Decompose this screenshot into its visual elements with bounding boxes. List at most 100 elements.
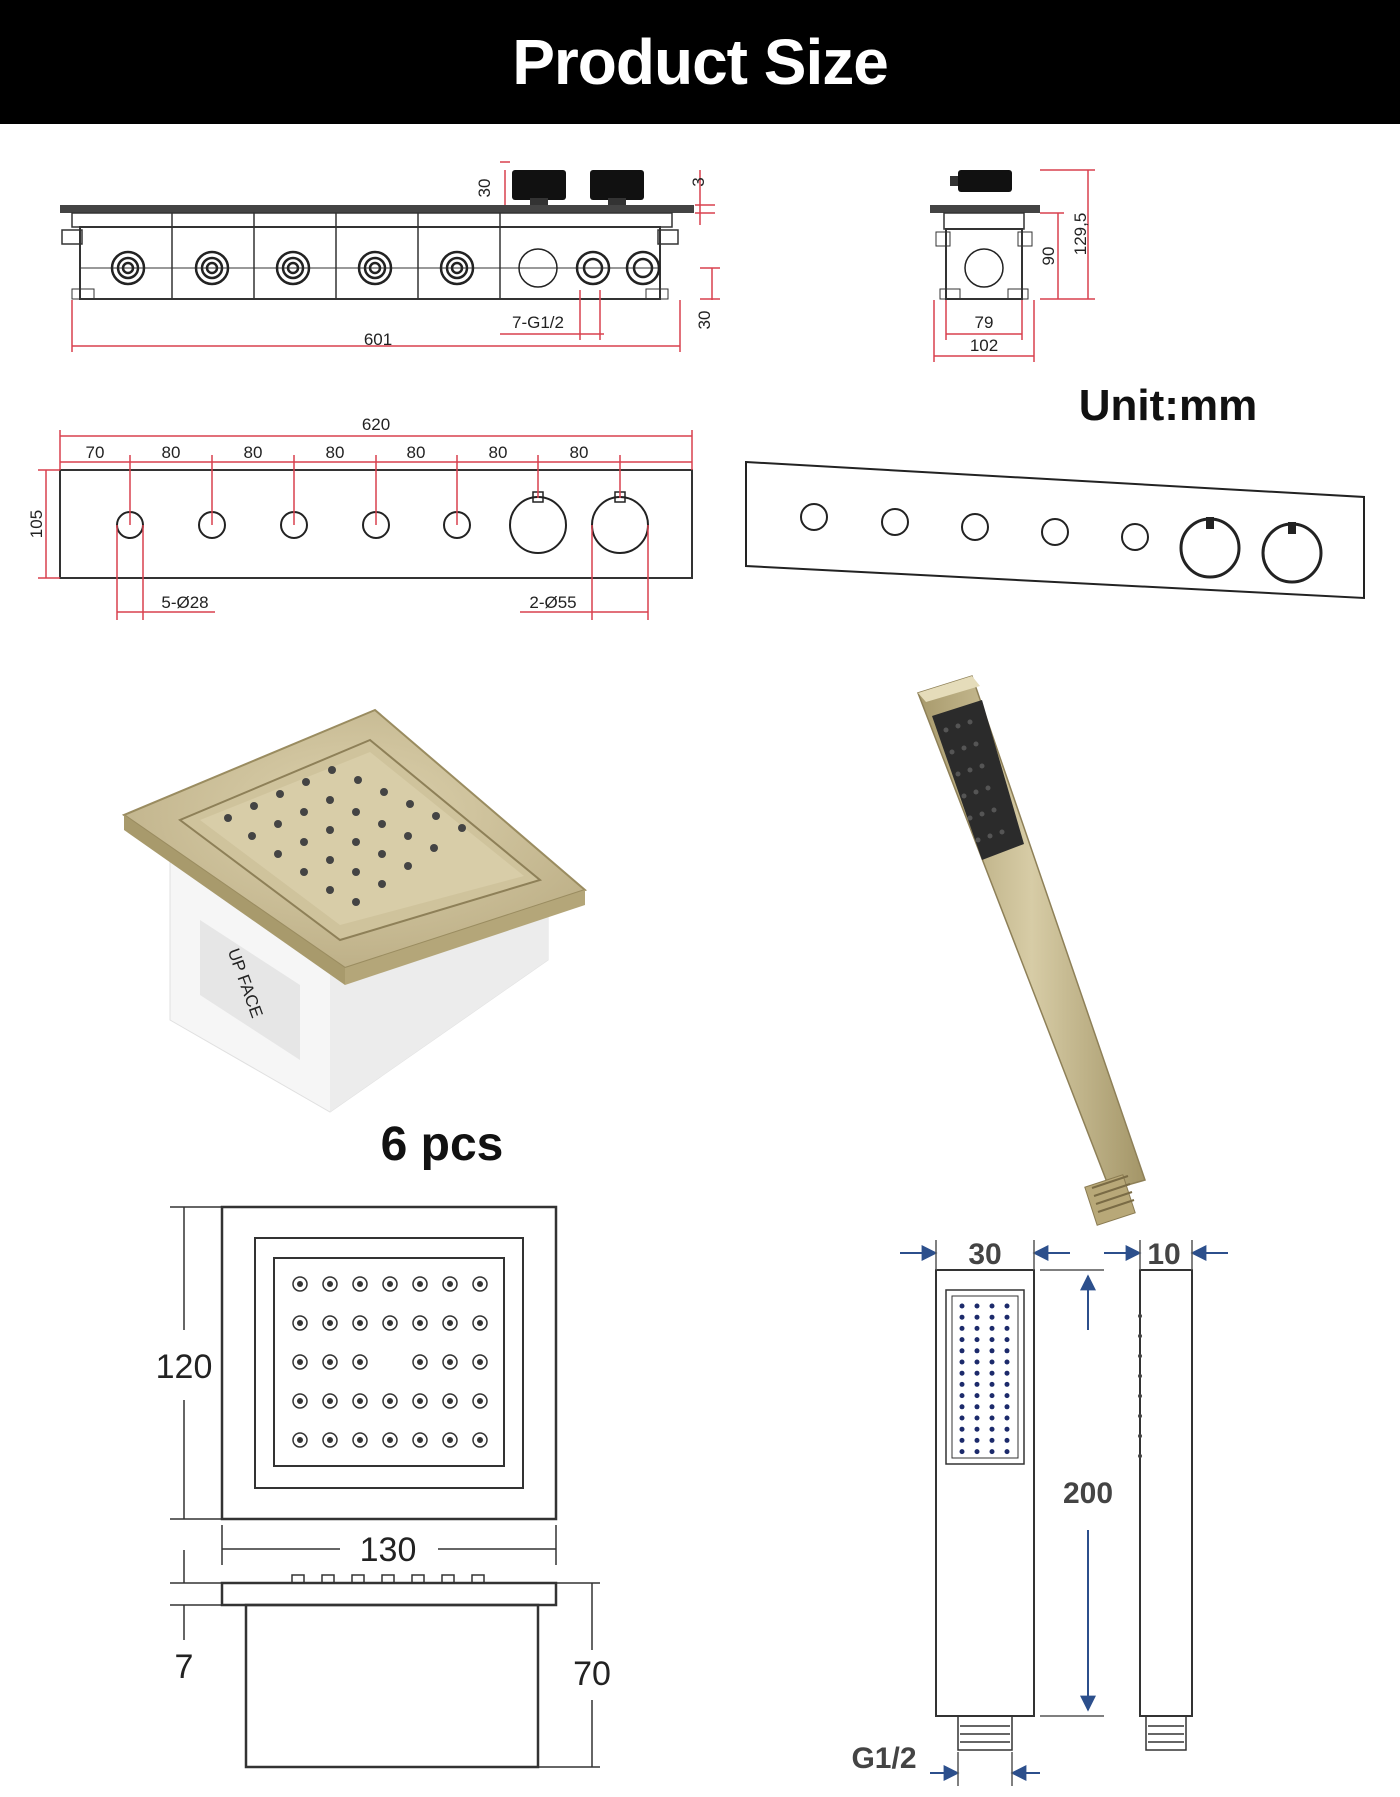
hand-nozzle <box>974 1393 980 1399</box>
jet-nozzle <box>472 1315 488 1331</box>
side-knob <box>958 170 1012 192</box>
jet-nozzle-core <box>327 1359 333 1365</box>
jet-nozzle-core <box>357 1320 363 1326</box>
jet-nozzle <box>472 1432 488 1448</box>
jet-nozzle <box>442 1393 458 1409</box>
header-bar: Product Size <box>0 0 1400 124</box>
jet-nozzle <box>412 1432 428 1448</box>
jet-nozzle <box>472 1276 488 1292</box>
hand-nozzle <box>989 1337 995 1343</box>
hand-nozzle <box>1004 1325 1010 1331</box>
jet-nozzle-core <box>477 1359 483 1365</box>
dim-panel-large-holes: 2-Ø55 <box>529 593 576 612</box>
dim-valve-height-right: 3 <box>689 177 708 186</box>
jet-nozzle <box>412 1393 428 1409</box>
hand-nozzle <box>974 1370 980 1376</box>
hand-shower-drawing: 30 10 200 G1/2 <box>851 1238 1228 1786</box>
hand-nozzle <box>974 1381 980 1387</box>
valve-front-view: 30 3 30 7-G1/2 601 <box>60 161 720 352</box>
hand-nozzle <box>959 1303 965 1309</box>
hand-shower-nozzles <box>959 1303 1010 1455</box>
hand-nozzle <box>989 1325 995 1331</box>
hand-nozzle <box>989 1314 995 1320</box>
jet-nozzle-core <box>417 1398 423 1404</box>
hand-nozzle <box>1004 1449 1010 1455</box>
hand-nozzle <box>974 1314 980 1320</box>
jet-nozzle <box>472 1393 488 1409</box>
jet-nozzle-core <box>297 1398 303 1404</box>
hand-nozzle <box>1004 1303 1010 1309</box>
jet-nozzle-core <box>297 1437 303 1443</box>
jet-nozzle-core <box>417 1320 423 1326</box>
hand-nozzle <box>959 1325 965 1331</box>
jet-nozzle <box>322 1432 338 1448</box>
jet-nozzle-core <box>327 1437 333 1443</box>
body-jet-top-nozzles <box>292 1276 488 1448</box>
jet-nozzle-core <box>417 1437 423 1443</box>
jet-nozzle-core <box>477 1281 483 1287</box>
hand-nozzle <box>1004 1437 1010 1443</box>
valve-top-plate <box>60 205 694 213</box>
hand-nozzle <box>959 1314 965 1320</box>
valve-body <box>79 226 661 300</box>
jet-nozzle <box>442 1354 458 1370</box>
dim-hand-depth: 10 <box>1147 1238 1180 1271</box>
jet-nozzle <box>292 1432 308 1448</box>
jet-nozzle-core <box>477 1437 483 1443</box>
body-jet-side-view: 7 70 <box>170 1550 611 1769</box>
dim-jet-depth: 70 <box>573 1655 611 1693</box>
hand-nozzle <box>989 1449 995 1455</box>
jet-nozzle-core <box>387 1437 393 1443</box>
hand-nozzle <box>959 1426 965 1432</box>
jet-nozzle-core <box>297 1359 303 1365</box>
hand-nozzle <box>989 1381 995 1387</box>
jet-nozzle-core <box>447 1398 453 1404</box>
hand-nozzle <box>974 1359 980 1365</box>
jet-nozzle-core <box>387 1281 393 1287</box>
valve-knob-right <box>590 170 644 200</box>
dim-hand-thread: G1/2 <box>851 1742 916 1775</box>
hand-nozzle <box>989 1437 995 1443</box>
valve-knob-left <box>512 170 566 200</box>
dim-panel-spacing-5: 80 <box>407 443 426 462</box>
hand-nozzle <box>959 1449 965 1455</box>
dim-jet-thickness: 7 <box>175 1648 194 1686</box>
dim-panel-small-holes: 5-Ø28 <box>161 593 208 612</box>
hand-nozzle <box>1004 1404 1010 1410</box>
hand-shower-photo <box>917 675 1146 1226</box>
jet-nozzle-core <box>327 1281 333 1287</box>
hand-nozzle <box>989 1404 995 1410</box>
body-jet-nozzles <box>224 766 466 906</box>
hand-nozzle <box>1004 1359 1010 1365</box>
jet-nozzle <box>412 1276 428 1292</box>
hand-nozzle <box>989 1348 995 1354</box>
dim-panel-spacing-2: 80 <box>162 443 181 462</box>
hand-nozzle <box>989 1393 995 1399</box>
dim-side-outer-width: 102 <box>970 336 998 355</box>
jet-nozzle <box>292 1315 308 1331</box>
hand-nozzle <box>959 1370 965 1376</box>
jet-nozzle-core <box>297 1320 303 1326</box>
jet-nozzle-core <box>327 1398 333 1404</box>
hand-nozzle <box>974 1437 980 1443</box>
jet-nozzle-core <box>357 1359 363 1365</box>
jet-nozzle-core <box>417 1359 423 1365</box>
hand-nozzle <box>974 1404 980 1410</box>
hand-nozzle <box>974 1426 980 1432</box>
jet-nozzle <box>382 1315 398 1331</box>
jet-nozzle-core <box>357 1398 363 1404</box>
dim-valve-width: 601 <box>364 330 392 349</box>
jet-nozzle-core <box>297 1281 303 1287</box>
hand-nozzle <box>974 1303 980 1309</box>
hand-nozzle <box>1004 1314 1010 1320</box>
dim-valve-thread: 7-G1/2 <box>512 313 564 332</box>
dim-panel-spacing-3: 80 <box>244 443 263 462</box>
jet-nozzle <box>322 1315 338 1331</box>
jet-nozzle-core <box>477 1320 483 1326</box>
jet-nozzle <box>322 1276 338 1292</box>
jet-nozzle <box>292 1276 308 1292</box>
dim-side-height-body: 90 <box>1039 247 1058 266</box>
dim-jet-height: 120 <box>156 1348 213 1386</box>
dim-panel-spacing-6: 80 <box>489 443 508 462</box>
